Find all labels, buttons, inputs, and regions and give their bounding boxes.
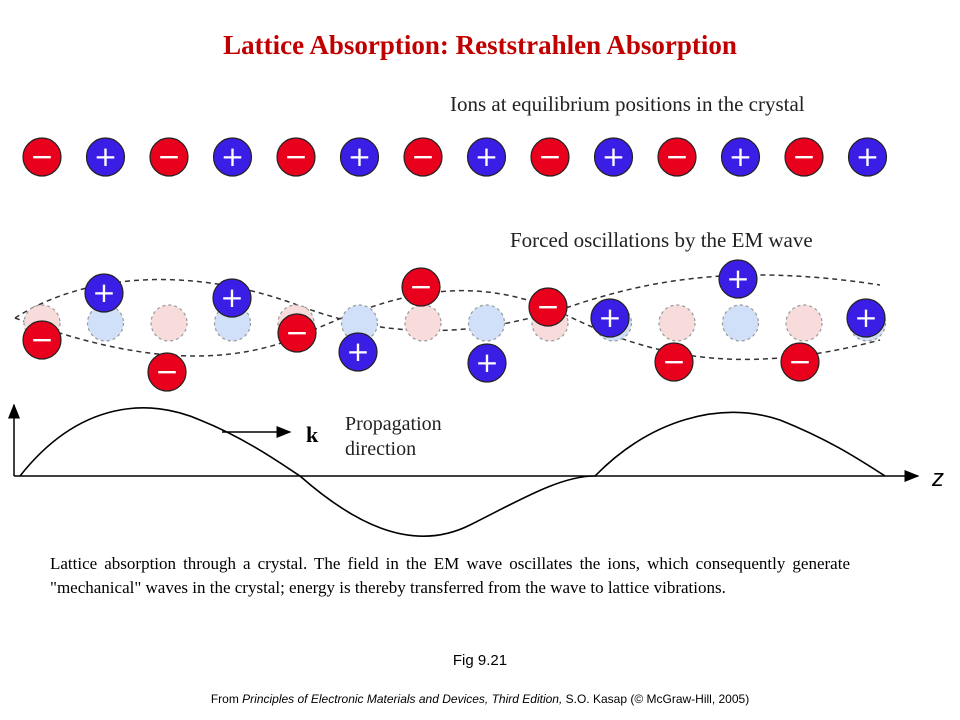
- positive-ion: +: [720, 137, 761, 177]
- negative-sign: −: [792, 140, 815, 173]
- ghost-ion-row: [23, 304, 887, 342]
- equilibrium-ghost-ion: [721, 304, 760, 342]
- oscillation-envelope: [14, 274, 881, 361]
- positive-sign: +: [221, 140, 244, 173]
- negative-ion: −: [403, 137, 443, 177]
- positive-sign: +: [726, 262, 749, 295]
- positive-sign: +: [475, 346, 498, 379]
- em-wave: [19, 407, 886, 537]
- source-citation: From Principles of Electronic Materials …: [0, 692, 960, 706]
- negative-ion: −: [657, 137, 697, 177]
- positive-sign: +: [220, 281, 243, 314]
- z-axis-label: z: [931, 465, 944, 492]
- positive-sign: +: [92, 276, 115, 309]
- displaced-negative-ion: −: [147, 352, 187, 392]
- positive-sign: +: [602, 140, 625, 173]
- displaced-negative-ion: −: [528, 287, 568, 327]
- displaced-positive-ion: +: [338, 332, 378, 372]
- figure-caption: Lattice absorption through a crystal. Th…: [50, 554, 850, 597]
- equilibrium-label: Ions at equilibrium positions in the cry…: [450, 92, 805, 116]
- displaced-negative-ion: −: [780, 342, 820, 382]
- negative-sign: −: [662, 345, 685, 378]
- wave-vector-label: k: [306, 422, 319, 447]
- displaced-positive-ion: +: [212, 278, 252, 318]
- equilibrium-ghost-ion: [340, 304, 379, 342]
- negative-sign: −: [30, 323, 53, 356]
- positive-ion: +: [847, 137, 888, 177]
- equilibrium-ion-row: − + − + − + − + − + − + − +: [22, 137, 888, 177]
- displaced-positive-ion: +: [590, 298, 630, 338]
- equilibrium-ghost-ion: [658, 304, 696, 342]
- source-prefix: From: [210, 692, 243, 706]
- negative-sign: −: [285, 316, 308, 349]
- positive-sign: +: [348, 140, 371, 173]
- propagation-label-line1: Propagation: [345, 413, 442, 435]
- negative-sign: −: [411, 140, 434, 173]
- negative-sign: −: [788, 345, 811, 378]
- forced-oscillation-label: Forced oscillations by the EM wave: [510, 228, 813, 252]
- displaced-positive-ion: +: [467, 343, 507, 383]
- displaced-positive-ion: +: [718, 259, 758, 299]
- positive-sign: +: [346, 335, 369, 368]
- displaced-negative-ion: −: [277, 313, 317, 353]
- equilibrium-ghost-ion: [150, 304, 188, 342]
- figure-number: Fig 9.21: [452, 652, 508, 669]
- slide-title: Lattice Absorption: Reststrahlen Absorpt…: [223, 30, 737, 60]
- negative-sign: −: [284, 140, 307, 173]
- displaced-positive-ion: +: [84, 273, 124, 313]
- displaced-positive-ion: +: [846, 298, 886, 338]
- positive-sign: +: [856, 140, 879, 173]
- negative-sign: −: [30, 140, 53, 173]
- positive-ion: +: [339, 137, 380, 177]
- displaced-negative-ion: −: [401, 267, 441, 307]
- negative-ion: −: [22, 137, 62, 177]
- negative-ion: −: [530, 137, 570, 177]
- negative-sign: −: [157, 140, 180, 173]
- equilibrium-ghost-ion: [467, 304, 506, 342]
- negative-sign: −: [536, 290, 559, 323]
- source-suffix: S.O. Kasap (© McGraw-Hill, 2005): [562, 692, 750, 706]
- positive-ion: +: [593, 137, 634, 177]
- equilibrium-ghost-ion: [404, 304, 442, 342]
- positive-sign: +: [854, 301, 877, 334]
- positive-ion: +: [85, 137, 126, 177]
- equilibrium-ghost-ion: [785, 304, 823, 342]
- displaced-negative-ion: −: [654, 342, 694, 382]
- displaced-ion-row: − + − + − + − + − + − + − +: [22, 259, 886, 392]
- negative-sign: −: [409, 270, 432, 303]
- negative-ion: −: [784, 137, 824, 177]
- positive-ion: +: [466, 137, 507, 177]
- positive-sign: +: [729, 140, 752, 173]
- source-book-title: Principles of Electronic Materials and D…: [242, 692, 563, 706]
- negative-sign: −: [155, 355, 178, 388]
- negative-sign: −: [538, 140, 561, 173]
- positive-sign: +: [598, 301, 621, 334]
- propagation-label-line2: direction: [345, 438, 416, 460]
- positive-sign: +: [475, 140, 498, 173]
- negative-ion: −: [276, 137, 316, 177]
- displaced-negative-ion: −: [22, 320, 62, 360]
- negative-sign: −: [665, 140, 688, 173]
- positive-ion: +: [212, 137, 253, 177]
- positive-sign: +: [94, 140, 117, 173]
- negative-ion: −: [149, 137, 189, 177]
